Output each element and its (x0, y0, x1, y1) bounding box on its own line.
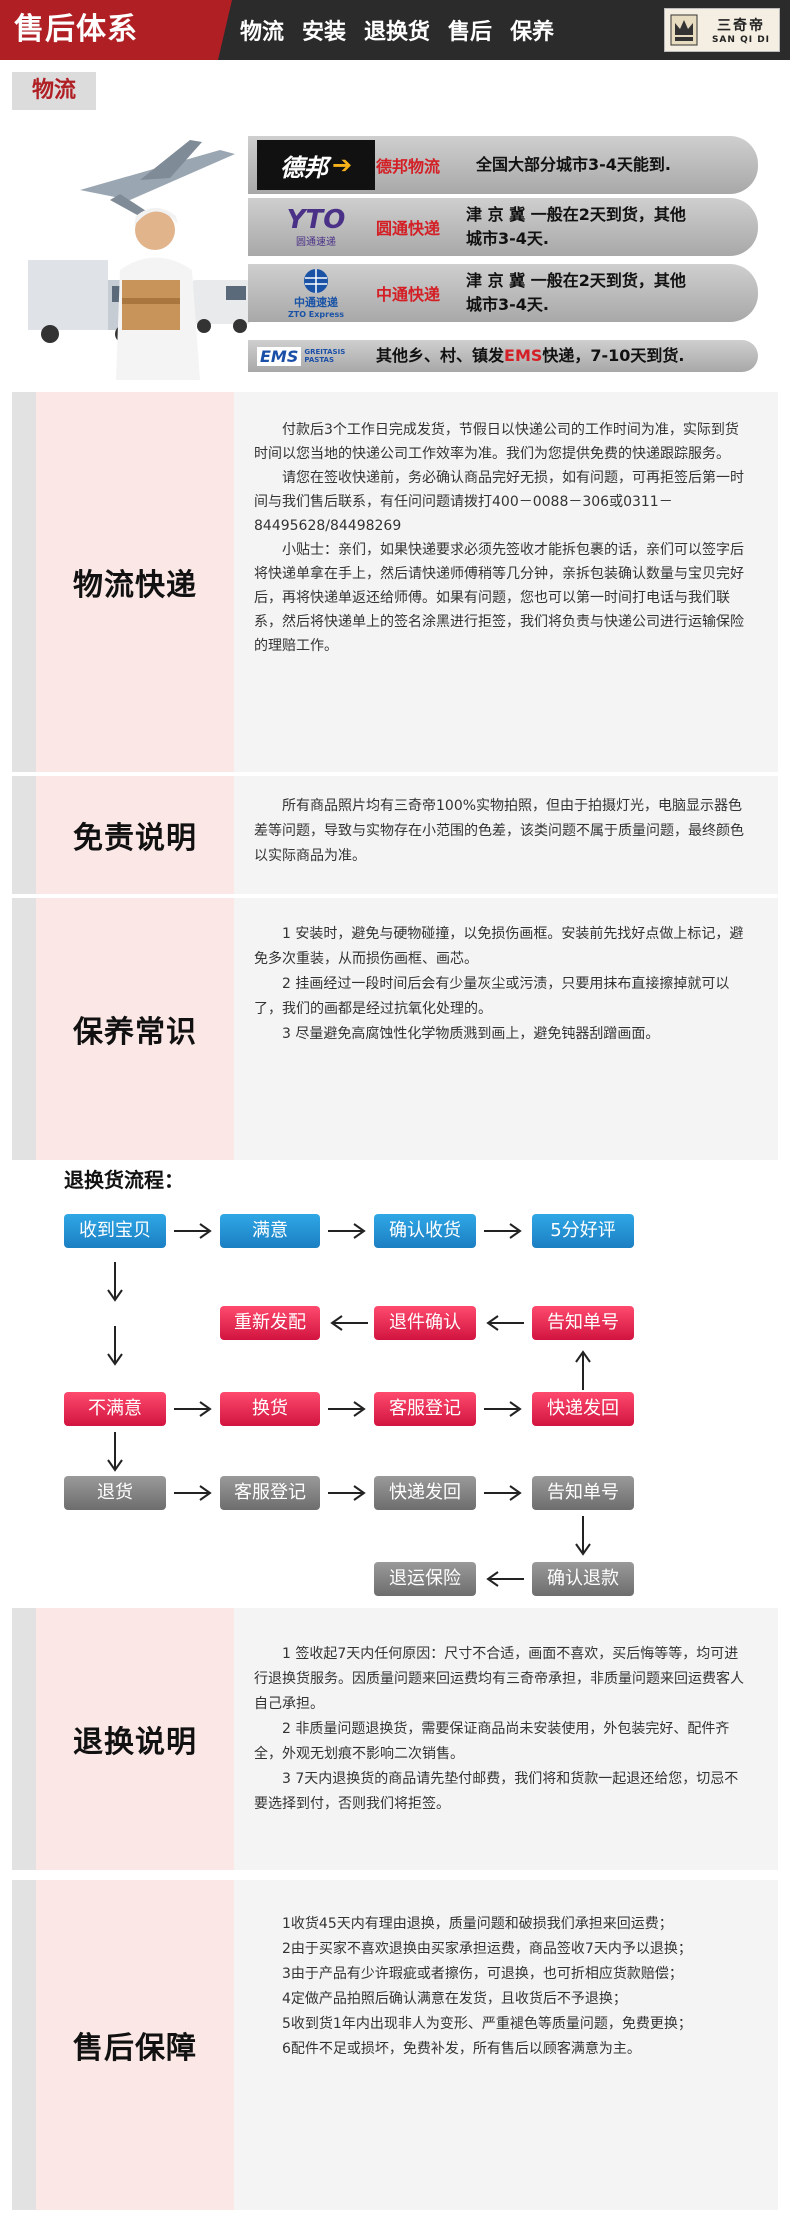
flow-step-cs-register-2: 客服登记 (220, 1476, 320, 1510)
carrier-row-deppon: 德邦➔ 德邦物流 全国大部分城市3-4天能到. (248, 136, 768, 194)
flow-step-cs-register: 客服登记 (374, 1392, 476, 1426)
carrier-desc: 全国大部分城市3-4天能到. (476, 155, 671, 174)
arrow-left-icon (482, 1568, 526, 1590)
flow-step-return-confirm: 退件确认 (374, 1306, 476, 1340)
section-heading: 免责说明 (36, 776, 234, 894)
arrow-down-icon (104, 1260, 126, 1306)
arrow-right-icon (172, 1482, 216, 1504)
carrier-name: 圆通快递 (376, 219, 441, 238)
paragraph: 3由于产品有少许瑕疵或者擦伤，可退换，也可折相应货款赔偿； (282, 1966, 683, 1982)
care-section: 保养常识 1 安装时，避免与硬物碰撞，以免损伤画框。安装前先找好点做上标记，避免… (12, 898, 778, 1160)
flow-step-return-insurance: 退运保险 (374, 1562, 476, 1596)
section-heading: 保养常识 (36, 898, 234, 1160)
paragraph: 1 签收起7天内任何原因：尺寸不合适，画面不喜欢，买后悔等等，均可进行退换货服务… (254, 1646, 744, 1712)
arrow-right-icon (172, 1398, 216, 1420)
arrow-left-icon (326, 1312, 370, 1334)
nav-item-install[interactable]: 安装 (302, 20, 347, 45)
section-heading: 退换说明 (36, 1608, 234, 1870)
yto-logo: YTO 圆通速递 (286, 204, 346, 248)
flow-step-courier-return: 快递发回 (532, 1392, 634, 1426)
paragraph: 小贴士：亲们，如果快递要求必须先签收才能拆包裹的话，亲们可以签字后将快递单拿在手… (254, 542, 744, 654)
section-body: 1收货45天内有理由退换，质量问题和破损我们承担来回运费； 2由于买家不喜欢退换… (234, 1880, 778, 2210)
nav-item-care[interactable]: 保养 (510, 20, 555, 45)
carrier-name: 德邦物流 (376, 157, 441, 176)
paragraph: 付款后3个工作日完成发货，节假日以快递公司的工作时间为准，实际到货时间以您当地的… (254, 422, 739, 462)
flow-step-unsatisfied: 不满意 (64, 1392, 166, 1426)
page-title: 售后体系 (0, 0, 232, 60)
flow-step-receive: 收到宝贝 (64, 1214, 166, 1248)
paragraph: 请您在签收快递前，务必确认商品完好无损，如有问题，可再拒签后第一时间与我们售后联… (254, 470, 744, 534)
warranty-section: 售后保障 1收货45天内有理由退换，质量问题和破损我们承担来回运费； 2由于买家… (12, 1880, 778, 2210)
brand-logo: 三奇帝 SAN QI DI (664, 8, 780, 52)
paragraph: 6配件不足或损坏，免费补发，所有售后以顾客满意为主。 (282, 2041, 641, 2057)
arrow-left-icon (482, 1312, 526, 1334)
paragraph: 1收货45天内有理由退换，质量问题和破损我们承担来回运费； (282, 1916, 673, 1932)
globe-icon (304, 268, 328, 293)
arrow-down-icon (572, 1514, 594, 1560)
courier-illustration (20, 130, 260, 380)
flow-step-satisfied: 满意 (220, 1214, 320, 1248)
carrier-desc: 津 京 冀 一般在2天到货，其他 城市3-4天. (466, 271, 686, 314)
ems-logo: EMS GREITASIS PASTAS (256, 341, 376, 371)
paragraph: 2 非质量问题退换货，需要保证商品尚未安装使用，外包装完好、配件齐全，外观无划痕… (254, 1721, 730, 1762)
arrow-right-icon (482, 1220, 526, 1242)
flow-step-courier-return-2: 快递发回 (374, 1476, 476, 1510)
paragraph: 3 尽量避免高腐蚀性化学物质溅到画上，避免钝器刮蹭画面。 (282, 1026, 660, 1042)
paragraph: 2 挂画经过一段时间后会有少量灰尘或污渍，只要用抹布直接擦掉就可以了，我们的画都… (254, 976, 730, 1017)
carrier-row-yto: YTO 圆通速递 圆通快递 津 京 冀 一般在2天到货，其他 城市3-4天. (248, 198, 768, 256)
logistics-banner: 德邦➔ 德邦物流 全国大部分城市3-4天能到. YTO 圆通速递 圆通快递 津 … (20, 130, 780, 380)
paragraph: 3 7天内退换货的商品请先垫付邮费，我们将和货款一起退还给您，切忌不要选择到付，… (254, 1771, 739, 1812)
carrier-row-zto: 中通速递 ZTO Express 中通快递 津 京 冀 一般在2天到货，其他 城… (248, 264, 768, 322)
arrow-right-icon (482, 1398, 526, 1420)
arrow-right-icon (482, 1482, 526, 1504)
paragraph: 所有商品照片均有三奇帝100%实物拍照，但由于拍摄灯光，电脑显示器色差等问题，导… (254, 798, 744, 864)
carrier-desc: 津 京 冀 一般在2天到货，其他 城市3-4天. (466, 205, 686, 248)
returns-section: 退换说明 1 签收起7天内任何原因：尺寸不合适，画面不喜欢，买后悔等等，均可进行… (12, 1608, 778, 1870)
zto-logo: 中通速递 ZTO Express (256, 266, 376, 320)
flow-step-notify-number: 告知单号 (532, 1306, 634, 1340)
section-heading: 物流快递 (36, 392, 234, 772)
logo-english-name: SAN QI DI (711, 35, 771, 45)
paragraph: 4定做产品拍照后确认满意在发货，且收货后不予退换； (282, 1991, 627, 2007)
arrow-right-icon (326, 1482, 370, 1504)
arrow-right-icon (326, 1398, 370, 1420)
arrow-down-icon (104, 1324, 126, 1370)
flow-step-confirm-refund: 确认退款 (532, 1562, 634, 1596)
deppon-logo: 德邦➔ (256, 138, 376, 192)
section-body: 1 签收起7天内任何原因：尺寸不合适，画面不喜欢，买后悔等等，均可进行退换货服务… (234, 1608, 778, 1870)
paragraph: 1 安装时，避免与硬物碰撞，以免损伤画框。安装前先找好点做上标记，避免多次重装，… (254, 926, 744, 967)
flow-step-exchange: 换货 (220, 1392, 320, 1426)
disclaimer-section: 免责说明 所有商品照片均有三奇帝100%实物拍照，但由于拍摄灯光，电脑显示器色差… (12, 776, 778, 894)
arrow-up-icon (572, 1344, 594, 1392)
section-body: 所有商品照片均有三奇帝100%实物拍照，但由于拍摄灯光，电脑显示器色差等问题，导… (234, 776, 778, 894)
shipping-section: 物流快递 付款后3个工作日完成发货，节假日以快递公司的工作时间为准，实际到货时间… (12, 392, 778, 772)
header-bar: 售后体系 物流 安装 退换货 售后 保养 三奇帝 SAN QI DI (0, 0, 790, 60)
crown-icon (665, 9, 703, 51)
arrow-down-icon (104, 1430, 126, 1476)
nav-item-returns[interactable]: 退换货 (364, 20, 431, 45)
paragraph: 5收到货1年内出现非人为变形、严重褪色等质量问题，免费更换； (282, 2016, 692, 2032)
section-heading: 售后保障 (36, 1880, 234, 2210)
arrow-right-icon (172, 1220, 216, 1242)
return-flowchart: 收到宝贝 满意 确认收货 5分好评 重新发配 退件确认 告知单号 不满意 换货 … (0, 1200, 790, 1610)
paragraph: 2由于买家不喜欢退换由买家承担运费，商品签收7天内予以退换； (282, 1941, 692, 1957)
section-body: 1 安装时，避免与硬物碰撞，以免损伤画框。安装前先找好点做上标记，避免多次重装，… (234, 898, 778, 1160)
flow-step-refund-return: 退货 (64, 1476, 166, 1510)
nav-item-logistics[interactable]: 物流 (240, 20, 285, 45)
return-flow-title: 退换货流程： (64, 1168, 184, 1192)
flow-step-notify-number-2: 告知单号 (532, 1476, 634, 1510)
logo-chinese-name: 三奇帝 (717, 18, 765, 34)
logistics-section-label: 物流 (12, 72, 96, 110)
header-nav: 物流 安装 退换货 售后 保养 (240, 0, 554, 60)
nav-item-after-sales[interactable]: 售后 (448, 20, 493, 45)
carrier-name: 中通快递 (376, 285, 441, 304)
flow-step-five-star: 5分好评 (532, 1214, 634, 1248)
section-body: 付款后3个工作日完成发货，节假日以快递公司的工作时间为准，实际到货时间以您当地的… (234, 392, 778, 772)
arrow-right-icon (326, 1220, 370, 1242)
flow-step-reship: 重新发配 (220, 1306, 320, 1340)
flow-step-confirm-receipt: 确认收货 (374, 1214, 476, 1248)
